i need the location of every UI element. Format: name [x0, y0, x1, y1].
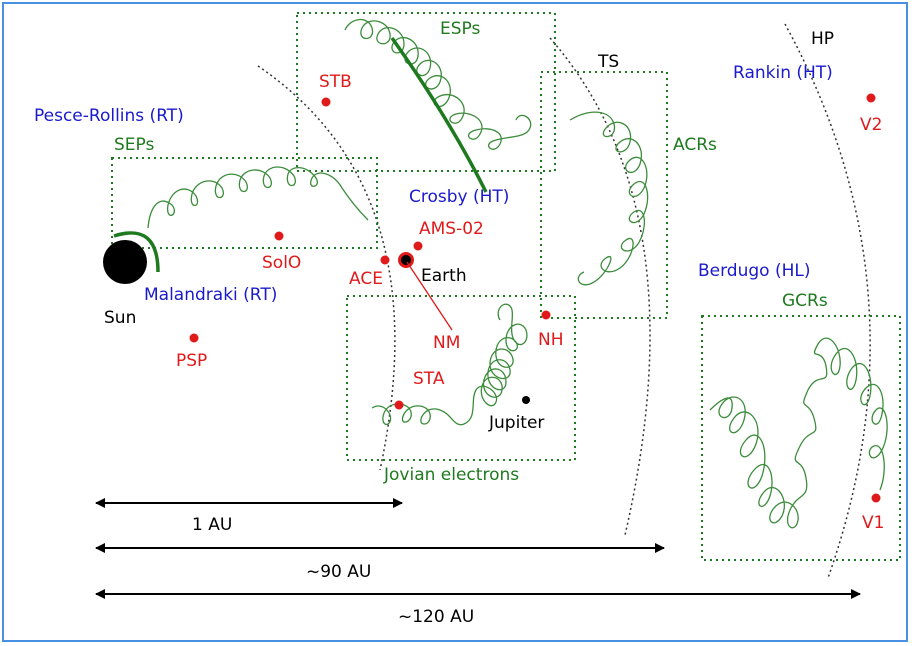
v2-dot [866, 93, 876, 103]
psp-dot [189, 333, 199, 343]
sun-shock-arc [113, 231, 160, 273]
stb-dot [321, 97, 331, 107]
label-psp: PSP [176, 351, 207, 371]
ace-dot [380, 255, 390, 265]
gcrs-region [701, 315, 901, 561]
nh-dot [541, 310, 551, 320]
sun-body [103, 240, 147, 284]
label-seps: SEPs [114, 135, 154, 155]
label-hp: HP [811, 29, 834, 49]
jupiter-body [522, 396, 530, 404]
label-berdugo: Berdugo (HL) [698, 261, 811, 281]
label-jovian: Jovian electrons [383, 465, 519, 485]
label-one-au: 1 AU [192, 515, 232, 535]
label-rankin: Rankin (HT) [733, 63, 833, 83]
label-gcrs: GCRs [782, 291, 828, 311]
label-jupiter: Jupiter [488, 413, 544, 433]
label-ace: ACE [349, 269, 383, 289]
earth-orbit-arc [257, 65, 396, 471]
shock-front [390, 36, 488, 193]
ams02-dot [413, 241, 423, 251]
jovian-region [346, 295, 576, 461]
jovian-trajectory [371, 303, 528, 426]
label-malandraki: Malandraki (RT) [144, 285, 277, 305]
earth-body [398, 252, 414, 268]
label-ams02: AMS-02 [419, 219, 484, 239]
label-v2: V2 [860, 115, 882, 135]
label-ts: TS [597, 52, 619, 72]
label-nm: NM [433, 333, 460, 353]
label-esps: ESPs [440, 19, 480, 39]
label-v1: V1 [862, 513, 884, 533]
v1-dot [871, 493, 881, 503]
solo-dot [274, 231, 284, 241]
gcrs-trajectory [709, 337, 888, 529]
label-sta: STA [413, 369, 445, 389]
acrs-trajectory [569, 111, 649, 286]
label-solo: SolO [262, 253, 301, 273]
label-ninety-au: ~90 AU [306, 562, 371, 582]
seps-region [111, 157, 378, 249]
label-earth: Earth [421, 266, 467, 286]
label-pesce-rollins: Pesce-Rollins (RT) [34, 106, 184, 126]
esps-region [296, 12, 556, 172]
seps-trajectory [147, 166, 369, 229]
label-stb: STB [319, 72, 352, 92]
label-sun: Sun [104, 308, 136, 328]
esps-trajectory [344, 18, 532, 150]
heliopause-arc [784, 23, 871, 579]
sta-dot [394, 400, 404, 410]
label-crosby: Crosby (HT) [409, 187, 509, 207]
label-nh: NH [538, 330, 564, 350]
label-hundred-twenty-au: ~120 AU [398, 607, 474, 627]
nm-pointer [406, 261, 453, 331]
label-acrs: ACRs [673, 135, 717, 155]
